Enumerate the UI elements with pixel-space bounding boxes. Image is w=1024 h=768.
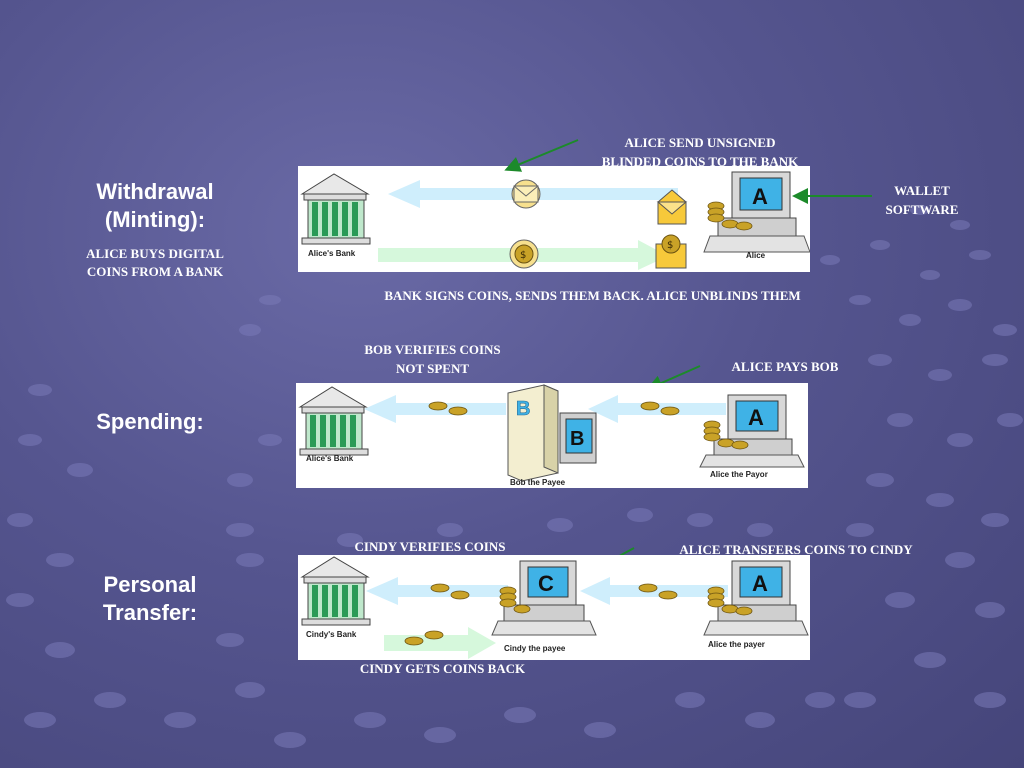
note-alice-transfers: ALICE TRANSFERS COINS TO CINDY — [679, 542, 913, 557]
spending-diagram-panel: Alice's Bank B B Bob the Payee A — [296, 383, 808, 488]
svg-text:C: C — [538, 571, 554, 596]
alice-computer-icon: A — [699, 394, 805, 468]
bank-label: Alice's Bank — [308, 249, 356, 258]
bank-building-icon — [298, 386, 369, 456]
coins-icon — [404, 630, 444, 646]
svg-text:$: $ — [520, 250, 526, 261]
payee-label: Bob the Payee — [510, 478, 566, 487]
note-cindy-gets-back: CINDY GETS COINS BACK — [359, 661, 526, 676]
note-bob-verifies: BOB VERIFIES COINS NOT SPENT — [364, 342, 501, 376]
payor-label: Alice the Payor — [710, 470, 768, 479]
spending-title: Spending: — [96, 409, 204, 434]
transfer-title: Personal Transfer: — [102, 572, 198, 625]
blinded-envelope-icon — [511, 179, 541, 209]
note-wallet-software: WALLET SOFTWARE — [885, 183, 959, 217]
note-alice-send-unsigned: ALICE SEND UNSIGNED BLINDED COINS TO THE… — [601, 135, 799, 169]
note-cindy-verifies: CINDY VERIFIES COINS — [354, 539, 506, 554]
payer-label: Alice the payer — [708, 640, 765, 649]
arrow-bank-to-cindy — [384, 627, 496, 659]
user-label: Alice — [746, 251, 766, 260]
coins-icon — [640, 401, 680, 416]
svg-text:A: A — [752, 184, 768, 209]
open-envelope-icon — [656, 189, 688, 225]
alice-computer-icon: A — [703, 171, 810, 253]
svg-text:B: B — [570, 428, 584, 450]
coins-icon — [638, 583, 678, 600]
cindy-computer-icon: C — [491, 560, 597, 636]
svg-text:A: A — [748, 405, 764, 430]
arrow-alice-to-bob — [588, 395, 726, 423]
note-bank-signs-coins: BANK SIGNS COINS, SENDS THEM BACK. ALICE… — [384, 288, 801, 303]
bank-label: Alice's Bank — [306, 454, 354, 463]
svg-text:B: B — [516, 398, 530, 420]
transfer-diagram-panel: Cindy's Bank C Cindy the payee — [298, 555, 810, 660]
coins-icon — [428, 401, 468, 416]
svg-text:A: A — [752, 571, 768, 596]
payee-label: Cindy the payee — [504, 644, 566, 653]
signed-coin-envelope-icon: $ — [509, 239, 539, 269]
withdrawal-subtitle: ALICE BUYS DIGITAL COINS FROM A BANK — [86, 246, 224, 279]
coin-envelope-icon: $ — [655, 234, 687, 269]
bob-server-icon: B B — [507, 384, 597, 482]
coins-icon — [430, 583, 470, 600]
withdrawal-diagram-panel: Alice's Bank $ $ A — [298, 166, 810, 272]
bank-label: Cindy's Bank — [306, 630, 357, 639]
bank-building-icon — [300, 556, 371, 626]
withdrawal-title: Withdrawal (Minting): — [96, 179, 214, 232]
note-alice-pays-bob: ALICE PAYS BOB — [731, 359, 839, 374]
svg-text:$: $ — [667, 240, 673, 251]
alice-computer-icon: A — [703, 560, 809, 636]
bank-building-icon — [300, 173, 371, 245]
